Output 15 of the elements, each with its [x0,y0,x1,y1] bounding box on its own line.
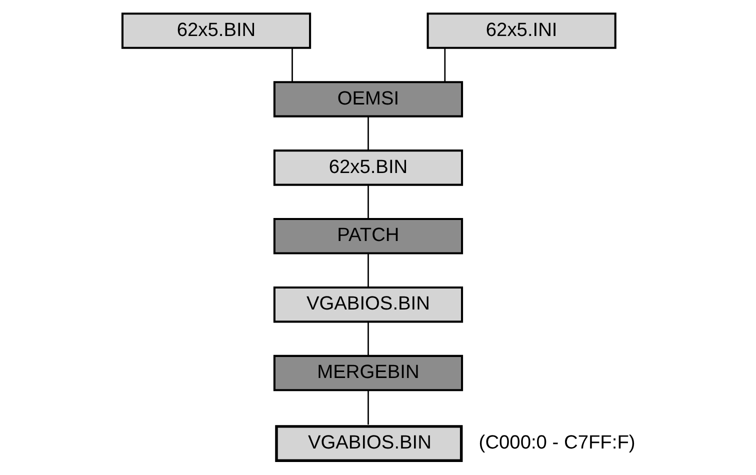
node-box: 62x5.BIN [120,12,311,49]
node-box: PATCH [272,218,463,254]
connector [291,48,292,82]
connector [367,116,368,150]
connector [367,184,368,219]
connector [444,48,446,82]
node-box: VGABIOS.BIN [272,286,463,323]
node-box: 62x5.INI [426,12,616,49]
node-box: MERGEBIN [272,354,463,392]
connector [367,390,368,425]
node-box: 62x5.BIN [272,150,463,186]
connector [367,322,368,356]
node-box: OEMSI [272,81,463,118]
node-label: (C000:0 - C7FF:F) [478,432,635,454]
connector [367,253,368,288]
